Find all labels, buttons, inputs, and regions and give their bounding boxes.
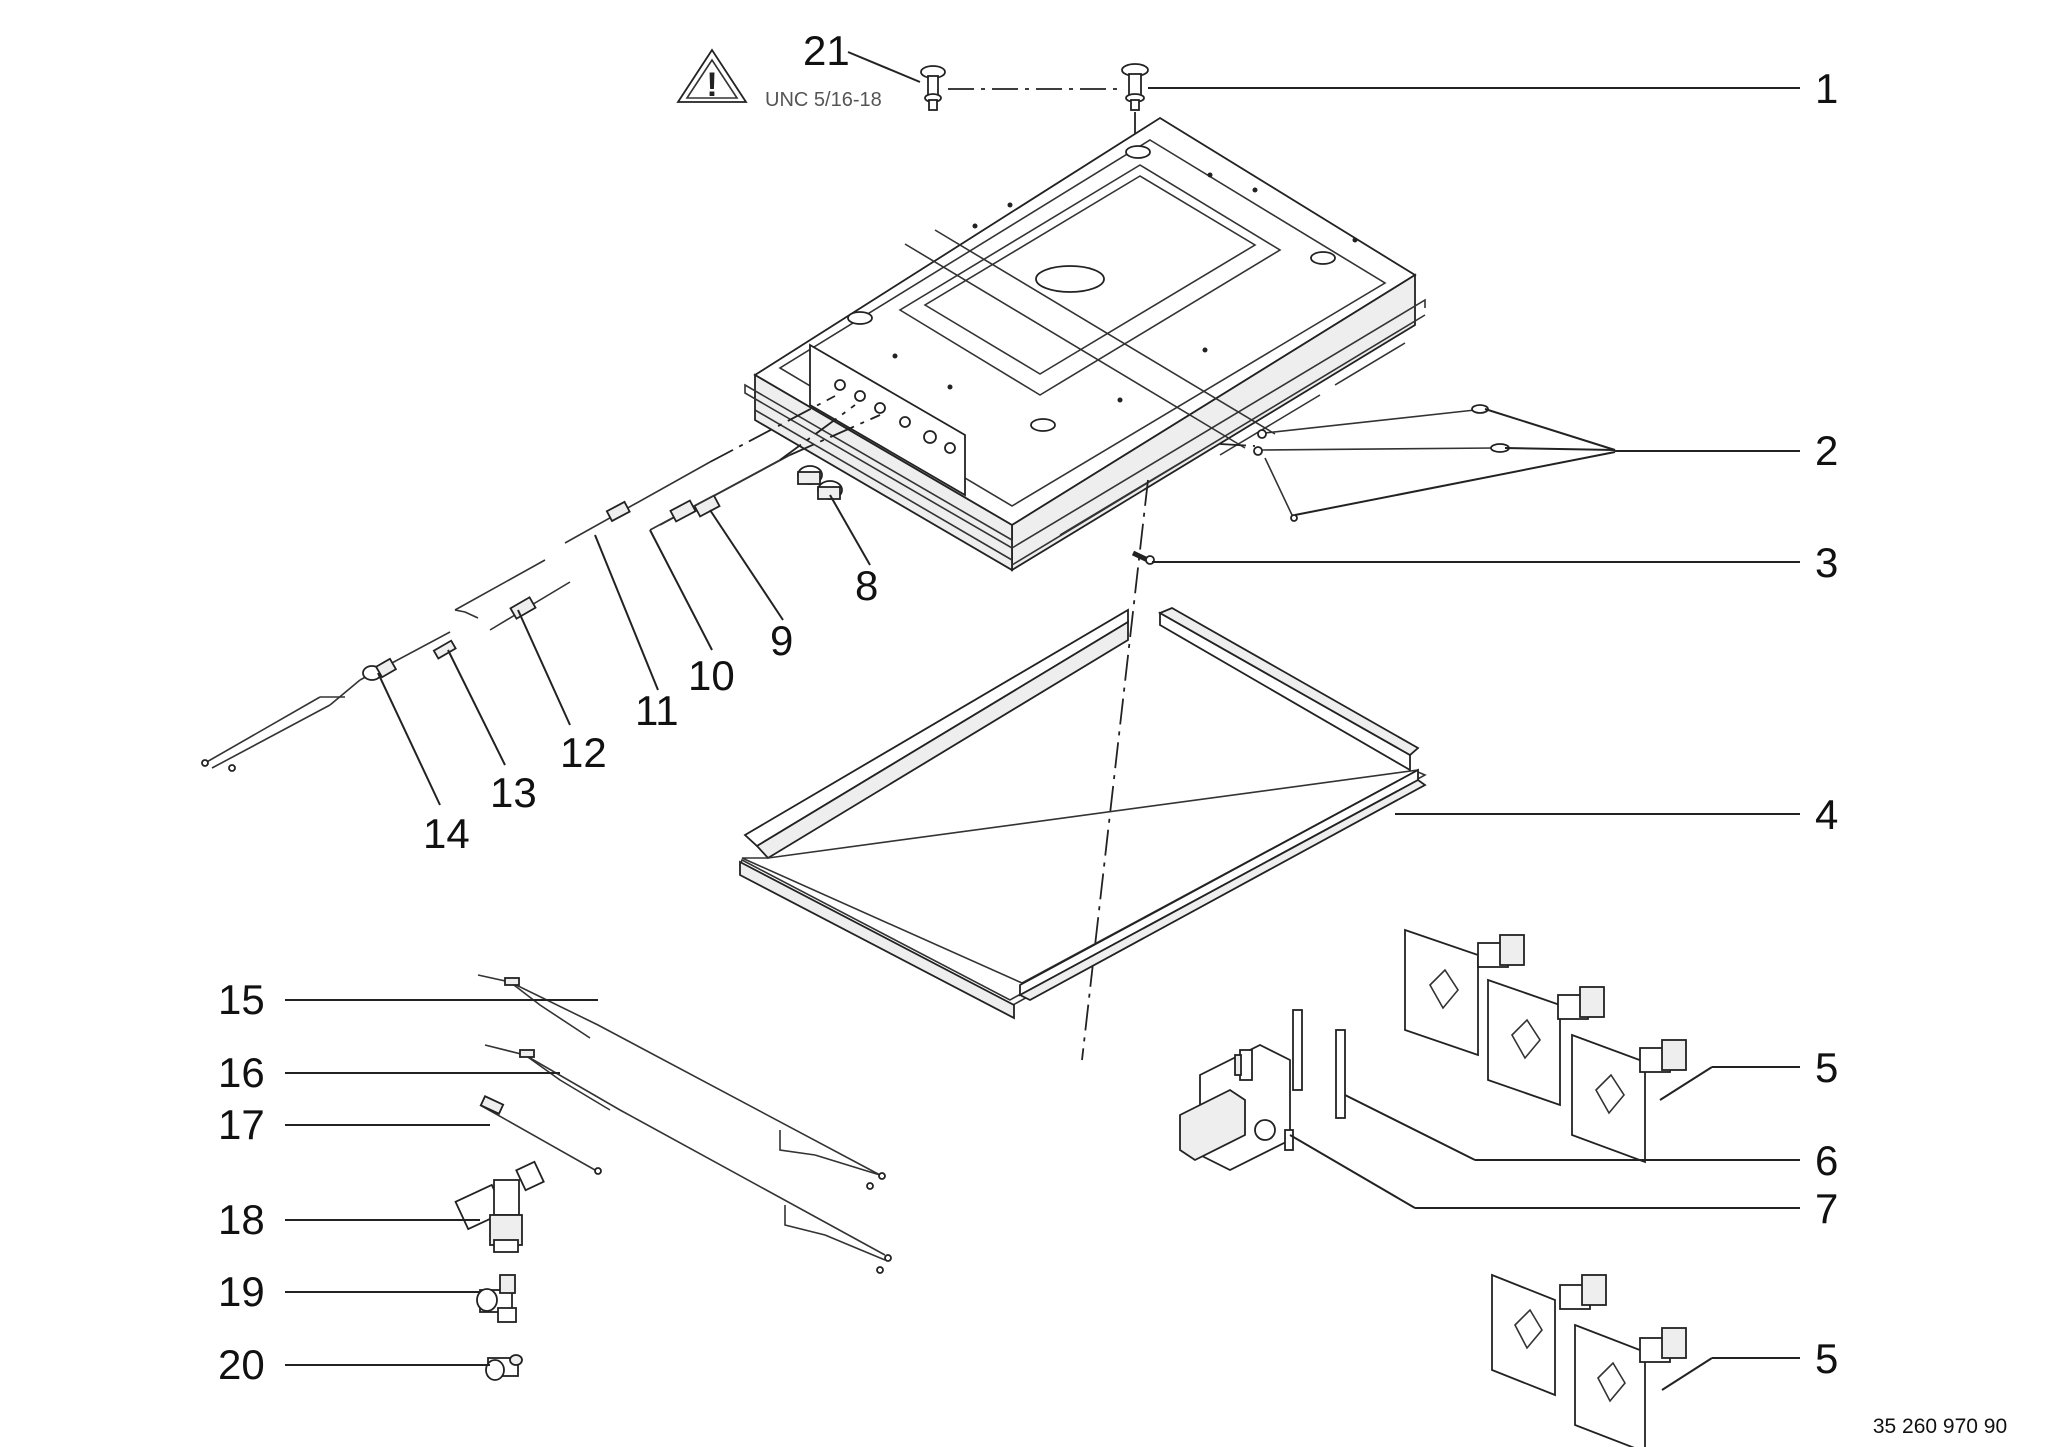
part-5-connector-set-upper — [1404, 928, 1687, 1164]
part-8-connectors — [797, 465, 843, 500]
part-17-harness — [479, 1095, 602, 1175]
callout-18: 18 — [218, 1196, 265, 1243]
callout-6: 6 — [1815, 1137, 1838, 1184]
callout-21: 21 — [803, 27, 850, 74]
callout-15: 15 — [218, 976, 265, 1023]
assembly-axis — [1081, 479, 1149, 1061]
callout-14: 14 — [423, 810, 470, 857]
leader-lines — [285, 51, 1800, 1391]
callout-17: 17 — [218, 1101, 265, 1148]
part-16-harness — [484, 1044, 892, 1274]
callout-8: 8 — [855, 562, 878, 609]
callout-2: 2 — [1815, 427, 1838, 474]
callout-11: 11 — [635, 687, 679, 734]
cable-harness — [201, 395, 881, 772]
part-4-frame — [738, 606, 1427, 1020]
callout-20: 20 — [218, 1341, 265, 1388]
callout-5-lower: 5 — [1815, 1335, 1838, 1382]
drawing-number: 35 260 970 90 — [1873, 1415, 2007, 1438]
part-2-cables — [1219, 404, 1510, 522]
callout-4: 4 — [1815, 791, 1838, 838]
callout-5-upper: 5 — [1815, 1044, 1838, 1091]
main-housing — [744, 116, 1426, 572]
callout-9: 9 — [770, 617, 793, 664]
part-5-connector-set-lower — [1491, 1273, 1687, 1447]
part-21-bolt — [920, 65, 946, 111]
callout-12: 12 — [560, 729, 607, 776]
part-1-bolt — [1121, 63, 1149, 111]
part-18-valve — [454, 1160, 545, 1253]
callout-10: 10 — [688, 652, 735, 699]
callout-1: 1 — [1815, 65, 1838, 112]
part-19-valve — [476, 1274, 517, 1323]
part-15-harness — [477, 974, 886, 1190]
svg-text:!: ! — [706, 66, 717, 104]
warning-triangle-icon: ! — [676, 48, 748, 104]
part-20-fitting — [485, 1354, 523, 1381]
part-3-pin — [1131, 550, 1155, 565]
part-6-brackets — [1292, 1009, 1346, 1119]
callout-19: 19 — [218, 1268, 265, 1315]
callout-16: 16 — [218, 1049, 265, 1096]
callout-7: 7 — [1815, 1185, 1838, 1232]
thread-spec-label: UNC 5/16-18 — [765, 89, 882, 111]
callout-13: 13 — [490, 769, 537, 816]
part-7-module — [1179, 1043, 1294, 1172]
callout-3: 3 — [1815, 539, 1838, 586]
